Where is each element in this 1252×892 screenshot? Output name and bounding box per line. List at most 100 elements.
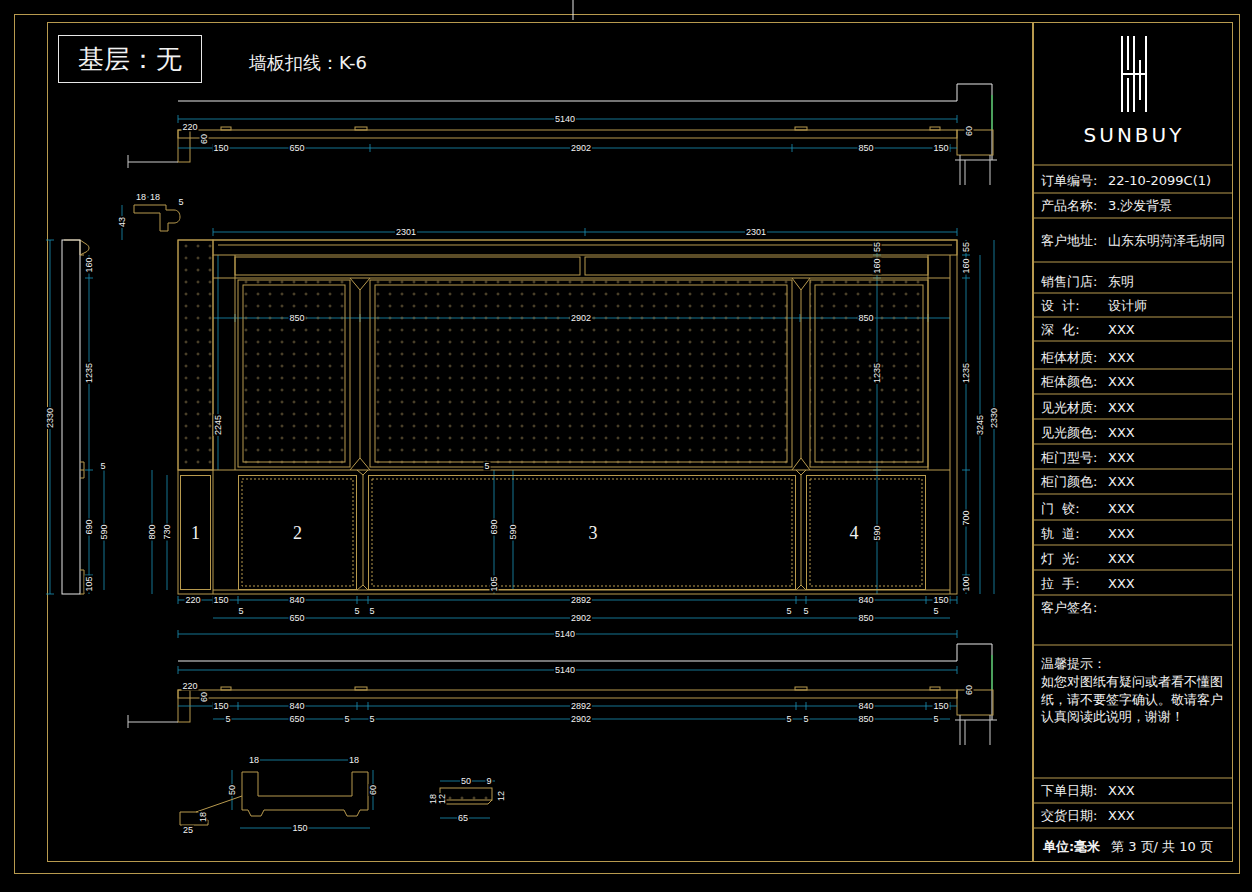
- dimension-text: 55: [962, 241, 971, 253]
- title-block-cell: XXX: [1107, 552, 1136, 565]
- title-block-cell: 见光颜色:: [1040, 426, 1098, 439]
- dimension-text: 590: [100, 523, 109, 540]
- title-block-cell: XXX: [1107, 502, 1136, 515]
- title-block-cell: XXX: [1107, 426, 1136, 439]
- title-block-cell: XXX: [1107, 527, 1136, 540]
- sheet-frame-part: [1033, 469, 1233, 470]
- dimension-lines-part: [178, 666, 179, 674]
- sheet-frame-part: [1033, 193, 1233, 194]
- section-detail-part: [440, 800, 492, 804]
- dimension-lines-part: [806, 702, 807, 710]
- wall-panel-elevation-part: [357, 470, 806, 590]
- dimension-text: 5: [932, 715, 939, 724]
- dimension-lines-part: [357, 702, 358, 710]
- dimension-text: 18: [135, 193, 147, 202]
- dimension-text: 60: [200, 133, 209, 145]
- title-block-cell: 门 铰:: [1040, 502, 1081, 515]
- dimension-lines-part: [218, 255, 219, 470]
- dimension-text: 2892: [570, 702, 592, 711]
- title-block-cell: 交货日期:: [1040, 809, 1098, 822]
- dimension-text: 850: [857, 314, 874, 323]
- dimension-text: 850: [857, 144, 874, 153]
- dimension-text: 60: [965, 684, 974, 696]
- dimension-lines-part: [357, 596, 358, 604]
- wall-panel-elevation-part: [950, 255, 951, 594]
- dimension-lines-part: [46, 594, 54, 595]
- sheet-frame-part: [1033, 394, 1233, 395]
- dimension-text: 55: [873, 241, 882, 253]
- dimension-text: 5: [368, 607, 375, 616]
- dimension-lines-part: [85, 470, 93, 471]
- title-block-cell: 拉 手:: [1040, 577, 1081, 590]
- dimension-text: 150: [212, 596, 229, 605]
- plan-view-top-part: [128, 84, 997, 185]
- title-block-cell: XXX: [1107, 784, 1136, 797]
- brand-logo: [1122, 36, 1146, 112]
- sheet-frame: [15, 0, 1240, 874]
- title-block-cell: 设 计:: [1040, 299, 1081, 312]
- wall-panel-elevation-part: [370, 280, 792, 467]
- dimension-text: 5: [353, 607, 360, 616]
- dimension-text: 18: [348, 756, 360, 765]
- section-detail: [180, 772, 492, 825]
- dimension-lines-part: [89, 255, 90, 594]
- unit-note: 单位:毫米: [1042, 840, 1101, 853]
- sheet-frame-part: [1033, 520, 1233, 521]
- dimension-text: 850: [857, 715, 874, 724]
- wall-panel-elevation-part: [810, 280, 928, 467]
- dimension-text: 160: [873, 257, 882, 274]
- dimension-text: 50: [460, 777, 472, 786]
- title-block-cell: 东明: [1107, 275, 1135, 288]
- dimension-text: 5140: [554, 666, 576, 675]
- dimension-text: 1235: [873, 362, 882, 384]
- dimension-lines-part: [213, 228, 214, 236]
- dimension-text: 800: [148, 523, 157, 540]
- dimension-text: 840: [857, 596, 874, 605]
- title-block-cell: XXX: [1107, 351, 1136, 364]
- wall-panel-elevation-part: [243, 285, 345, 462]
- dimension-lines-part: [585, 228, 586, 236]
- dimension-lines-part: [238, 702, 239, 710]
- wall-panel-elevation-part: [242, 479, 353, 586]
- dimension-text: 850: [288, 314, 305, 323]
- dimension-lines-part: [792, 144, 793, 152]
- section-detail-part: [242, 772, 368, 816]
- dimension-text: 840: [288, 702, 305, 711]
- dimension-text: 5: [99, 462, 106, 471]
- dimension-text: 5: [177, 198, 184, 207]
- dimension-lines-part: [926, 702, 927, 710]
- dimension-lines-part: [46, 240, 54, 241]
- title-block-cell: 设计师: [1107, 299, 1148, 312]
- dimension-text: 105: [490, 575, 499, 592]
- sheet-frame-part: [1033, 165, 1233, 166]
- dimension-text: 650: [288, 144, 305, 153]
- node-text: 3: [589, 524, 598, 542]
- dimension-lines-part: [957, 115, 958, 123]
- panel: 2: [238, 475, 357, 590]
- dimension-text: 150: [212, 702, 229, 711]
- heading-box: 基层：无: [58, 35, 202, 83]
- side-view-part: [62, 240, 80, 594]
- dimension-text: 5: [368, 715, 375, 724]
- dimension-text: 840: [288, 596, 305, 605]
- dimension-lines-part: [950, 144, 951, 152]
- title-block-cell: 22-10-2099C(1): [1107, 174, 1212, 187]
- title-block-cell: XXX: [1107, 809, 1136, 822]
- sheet-frame-part: [1033, 803, 1233, 804]
- title-block-cell: 见光材质:: [1040, 401, 1098, 414]
- dimension-text: 12: [438, 793, 447, 805]
- title-block-cell: 深 化:: [1040, 323, 1081, 336]
- wall-panel-elevation-part: [375, 285, 787, 462]
- sheet-frame-part: [1033, 369, 1233, 370]
- plan-view-bottom-part: [128, 644, 997, 745]
- dimension-text: 5: [483, 462, 490, 471]
- dimension-text: 590: [873, 524, 882, 541]
- dimension-text: 5140: [554, 630, 576, 639]
- dimension-text: 2892: [570, 596, 592, 605]
- dimension-lines-part: [796, 702, 797, 710]
- title-block-cell: 下单日期:: [1040, 784, 1098, 797]
- dimension-text: 60: [965, 125, 974, 137]
- side-view-part: [80, 255, 84, 256]
- dimension-lines-part: [368, 596, 369, 604]
